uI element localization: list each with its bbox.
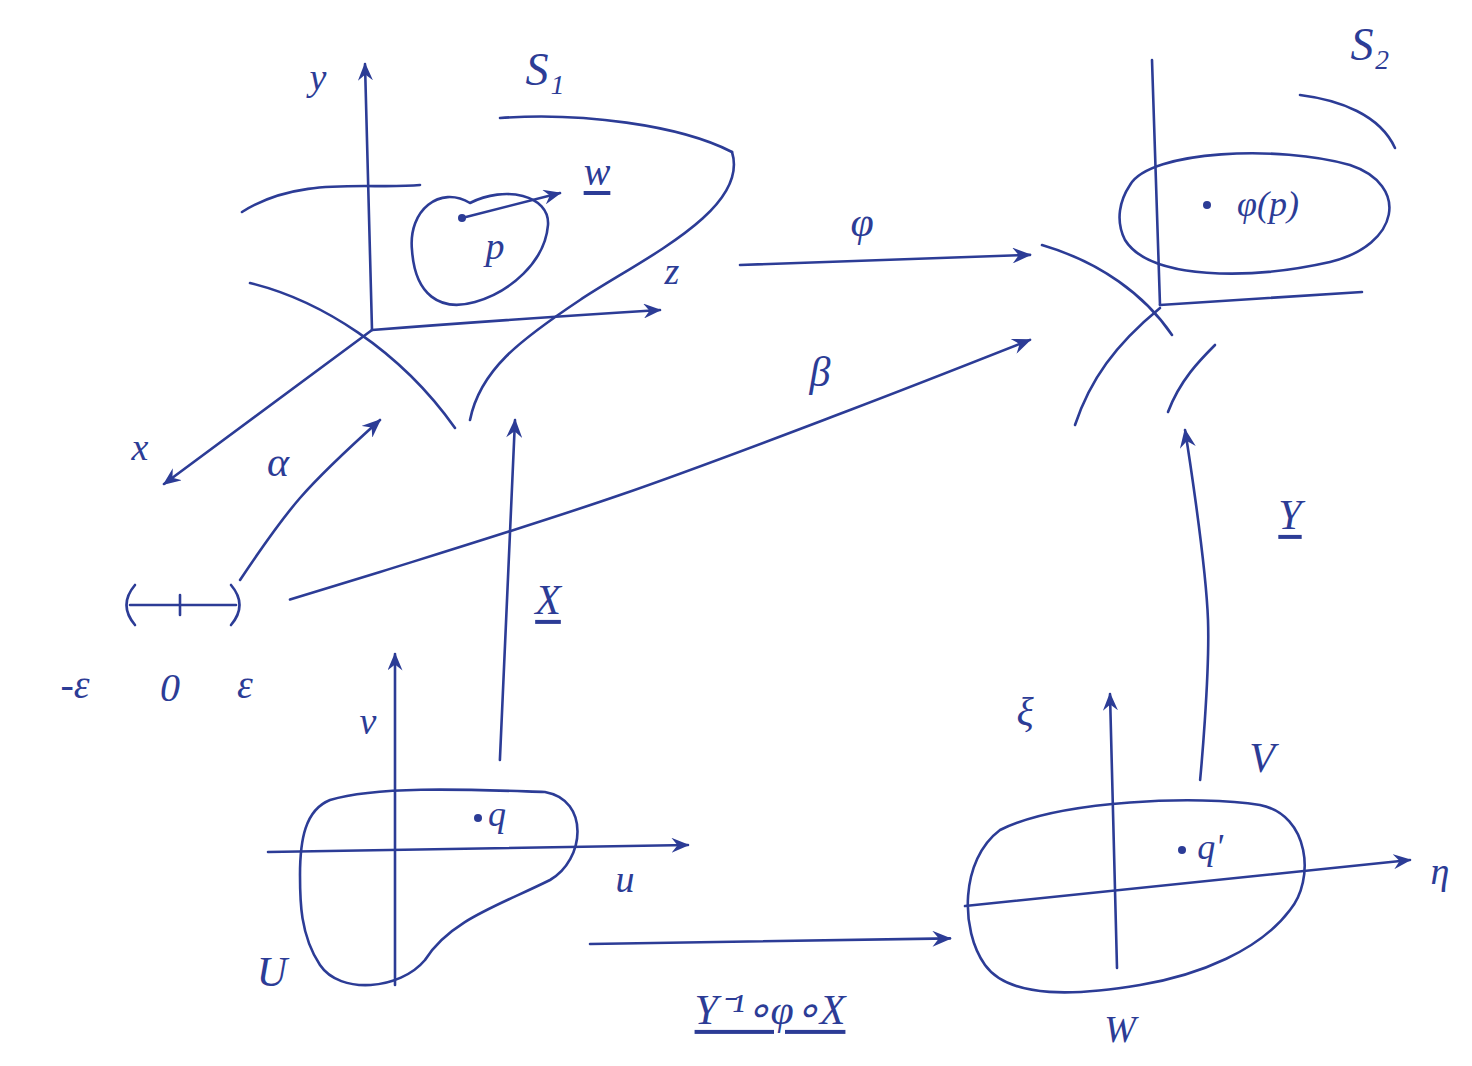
map-label: β — [810, 349, 831, 395]
math-symbol: ξ — [1016, 690, 1033, 734]
surface-region: S₂ — [1030, 90, 1410, 430]
surface-edge — [500, 117, 732, 152]
point-dot — [1178, 846, 1186, 854]
text-slot: v — [360, 701, 377, 743]
text-slot: φ — [850, 199, 873, 245]
surface-edge — [1075, 308, 1160, 425]
text-slot: β — [810, 349, 831, 395]
axis-line — [1160, 292, 1362, 305]
eta-axis — [965, 860, 1410, 906]
v-axis — [394, 654, 397, 985]
surface-edge — [242, 185, 420, 212]
map-label: φ — [850, 199, 873, 245]
text-slot: Y — [1278, 492, 1301, 538]
text-slot: Y⁻¹∘φ∘X — [695, 987, 846, 1033]
text-slot: ε — [237, 663, 253, 707]
interval-bracket — [231, 585, 240, 625]
region-name: -ε — [60, 663, 89, 707]
math-symbol: z — [665, 251, 680, 293]
region-name: 0 — [160, 666, 180, 710]
u-axis — [268, 845, 688, 852]
region-name: V — [1249, 735, 1275, 781]
mapping-arrow — [500, 420, 515, 760]
region-name: U — [257, 949, 287, 995]
surface-edge — [250, 283, 455, 428]
math-symbol: φ(p) — [1237, 185, 1299, 225]
text-slot: ξ — [1016, 690, 1033, 734]
text-slot: u — [616, 859, 635, 901]
text-slot: U — [257, 949, 287, 995]
point-dot — [474, 814, 482, 822]
mapping-arrow — [290, 340, 1030, 600]
neighbourhood-loop — [1120, 153, 1390, 273]
text-slot: 0 — [160, 666, 180, 710]
tangent-vector — [462, 193, 560, 218]
region-name: S₂ — [1351, 20, 1390, 71]
neighbourhood-loop — [412, 194, 548, 305]
point-dot — [1203, 201, 1211, 209]
math-symbol: q' — [1197, 828, 1223, 868]
region-name: ε — [237, 663, 253, 707]
text-slot: α — [267, 439, 289, 485]
text-slot: S₁ — [526, 45, 565, 96]
mapping-arrow — [1185, 430, 1208, 780]
text-slot: -ε — [60, 663, 89, 707]
surface-edge — [1042, 245, 1172, 335]
text-slot: W — [1104, 1009, 1136, 1051]
mapping-arrow — [590, 938, 950, 944]
domain-outline — [968, 800, 1305, 992]
text-slot: x — [132, 427, 149, 469]
mapping-arrow — [240, 420, 380, 580]
text-slot: y — [310, 57, 327, 99]
interval-tick — [179, 595, 182, 615]
xi-axis — [1110, 694, 1117, 968]
text-slot: φ(p) — [1237, 185, 1299, 225]
text-slot: q' — [1197, 828, 1223, 868]
text-slot: X — [535, 577, 561, 623]
region-name: S₁ — [526, 45, 565, 96]
math-symbol: u — [616, 859, 635, 901]
math-symbol: W — [1104, 1009, 1136, 1051]
y-axis — [365, 64, 372, 330]
interval-bracket — [127, 585, 136, 625]
map-label: Y — [1278, 492, 1301, 538]
z-axis — [372, 310, 660, 330]
domain-region: V — [950, 780, 1320, 1020]
text-slot: w — [584, 150, 611, 194]
math-symbol: y — [310, 57, 327, 99]
math-symbol: v — [360, 701, 377, 743]
math-symbol: x — [132, 427, 149, 469]
math-symbol: w — [584, 150, 611, 194]
interval-line — [130, 604, 236, 607]
text-slot: V — [1249, 735, 1275, 781]
text-slot: z — [665, 251, 680, 293]
text-slot: η — [1431, 851, 1450, 893]
surface-edge — [1168, 345, 1215, 412]
axis-line — [1152, 60, 1160, 305]
mapping-arrow — [740, 255, 1030, 265]
text-slot: p — [486, 226, 505, 268]
map-label: α — [267, 439, 289, 485]
text-slot: q — [488, 795, 506, 835]
map-label: Y⁻¹∘φ∘X — [695, 987, 846, 1033]
surface-edge — [1300, 95, 1395, 148]
domain-region: U — [250, 760, 590, 990]
math-symbol: η — [1431, 851, 1450, 893]
map-label: X — [535, 577, 561, 623]
math-symbol: p — [486, 226, 505, 268]
text-slot: S₂ — [1351, 20, 1390, 71]
domain-outline — [300, 790, 578, 986]
math-symbol: q — [488, 795, 506, 835]
parameter-interval: -ε 0 ε — [20, 580, 290, 710]
